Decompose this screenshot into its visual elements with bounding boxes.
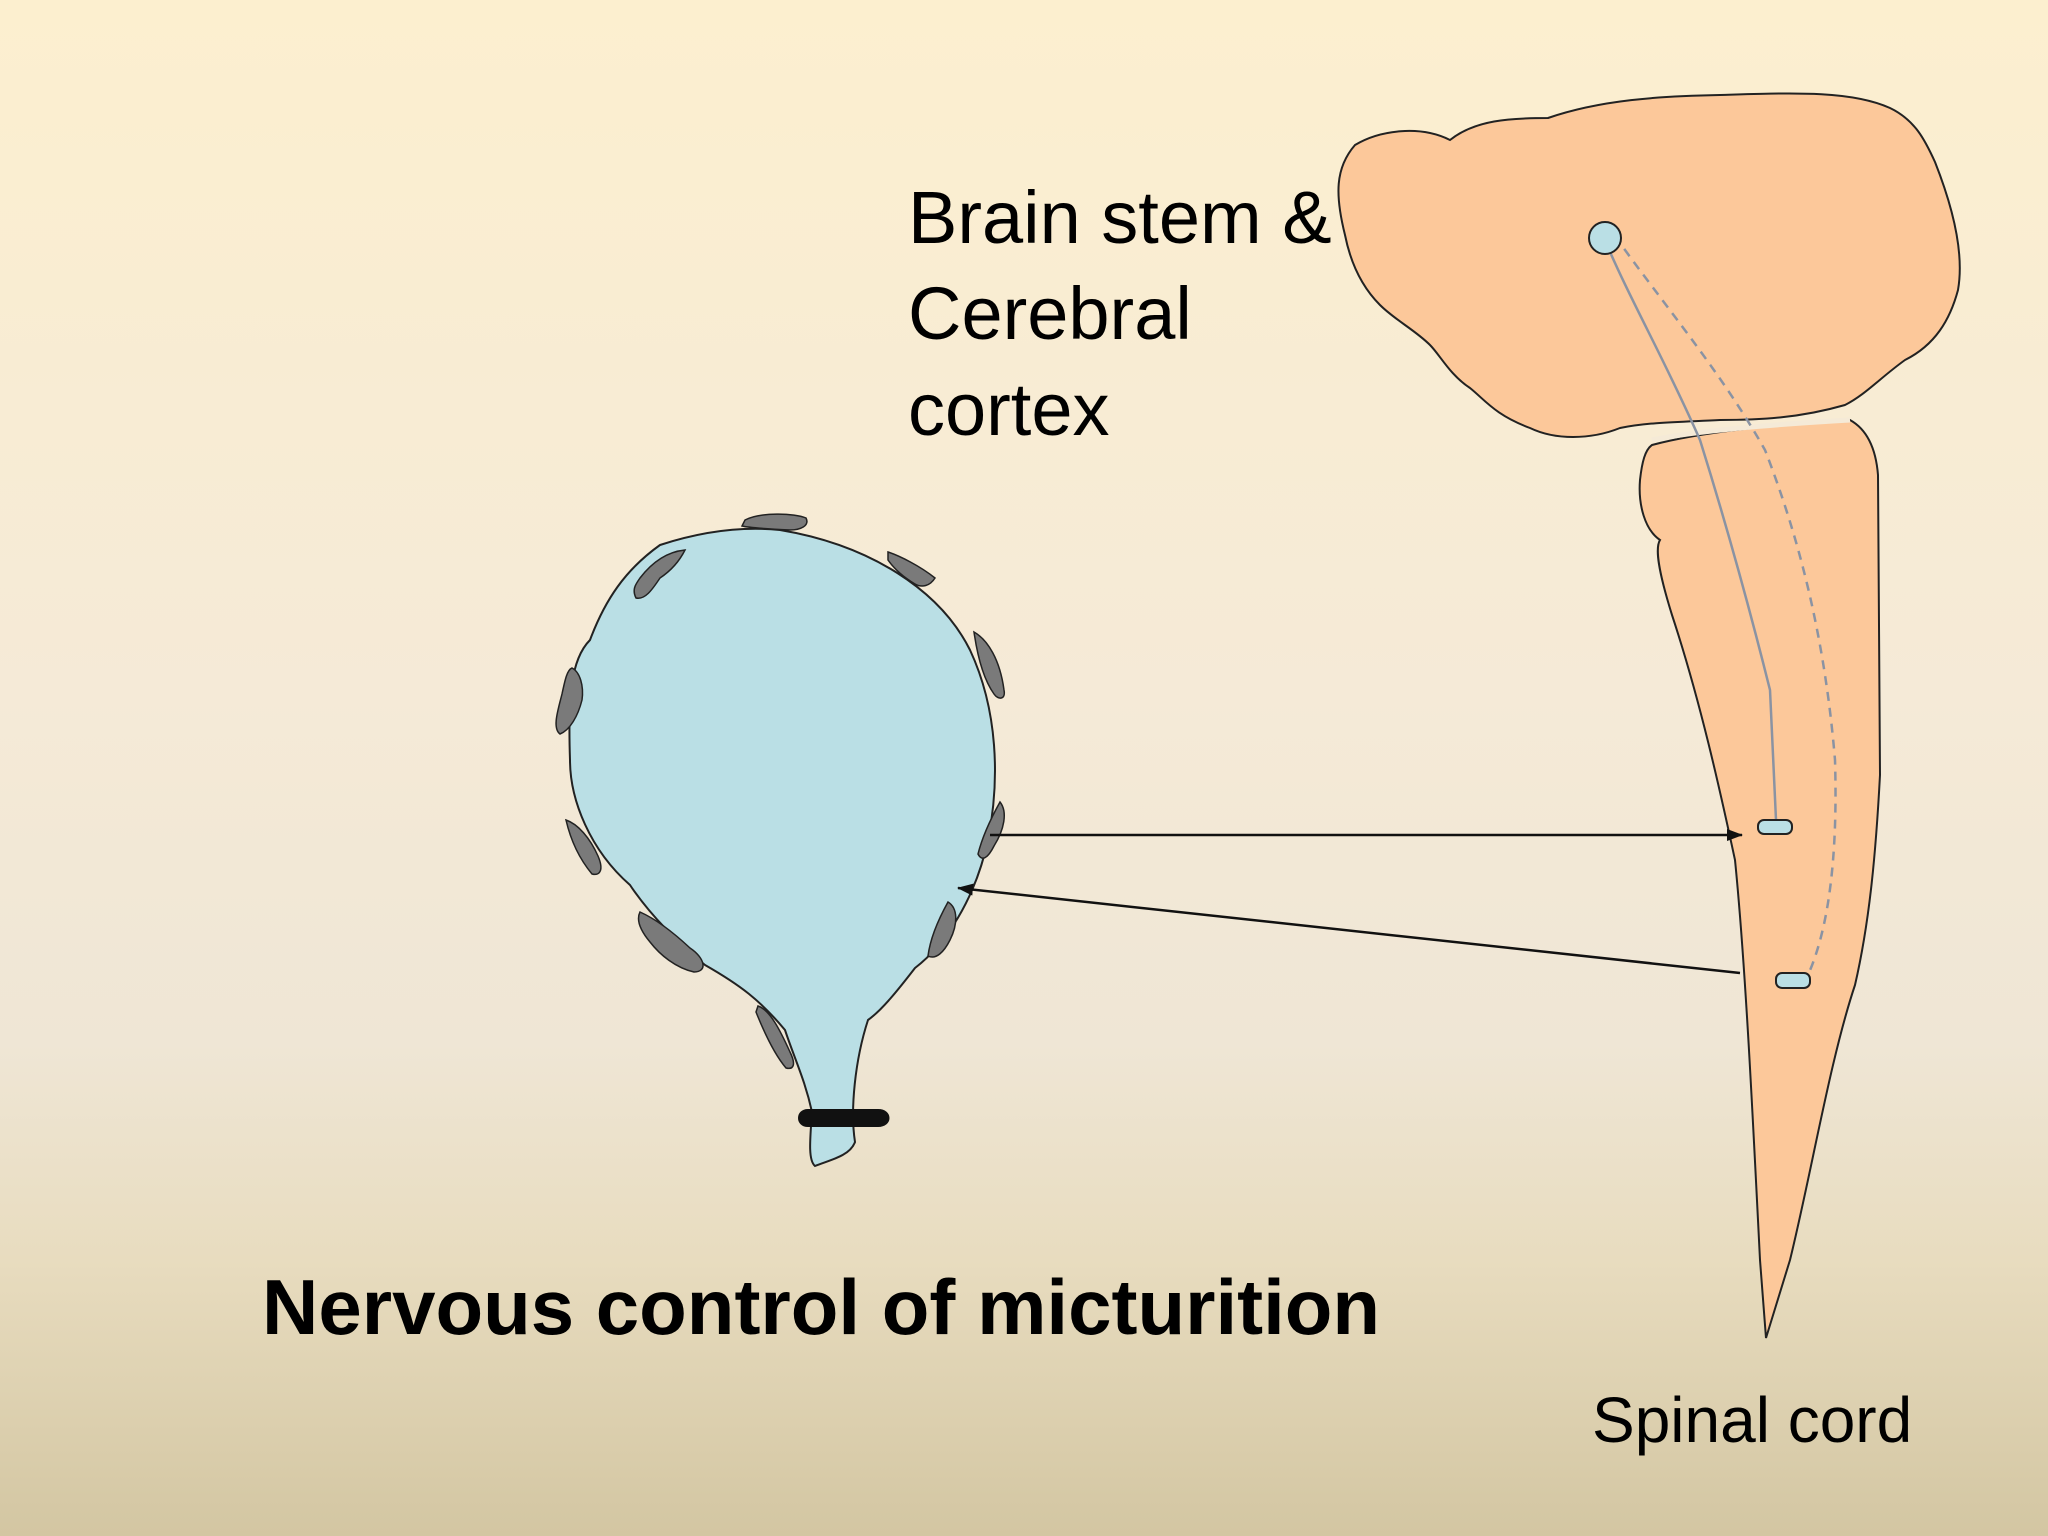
brainstem-junction (1651, 417, 1851, 443)
descending-pathway-solid (1602, 237, 1778, 821)
muscle-fragment (927, 900, 957, 958)
brain-label-line-3: cortex (908, 368, 1110, 451)
muscle-fragment (740, 513, 808, 531)
muscle-fragment (564, 818, 602, 876)
detrusor-muscle-fragments (555, 513, 1006, 1070)
descending-pathway-dashed (1613, 235, 1837, 976)
muscle-fragment (555, 667, 584, 735)
diagram-title: Nervous control of micturition (262, 1263, 1381, 1351)
urethral-sphincter (798, 1109, 890, 1127)
spinal-cord-shape (1638, 418, 1882, 1339)
muscle-fragment (887, 550, 936, 587)
brain-shape (1337, 92, 1961, 438)
brain-center-node (1588, 221, 1622, 255)
muscle-fragment (637, 911, 704, 973)
muscle-fragment (977, 800, 1006, 859)
bladder-shape (568, 527, 996, 1168)
spinal-nucleus-lower (1775, 972, 1811, 989)
brain-label-line-1: Brain stem & (908, 176, 1332, 259)
muscle-fragment (755, 1005, 795, 1070)
muscle-fragment (633, 549, 687, 599)
brain-label-line-2: Cerebral (908, 272, 1192, 355)
efferent-arrow (957, 883, 1741, 975)
spinal-nucleus-upper (1757, 819, 1793, 835)
spinal-cord-label: Spinal cord (1592, 1384, 1913, 1456)
muscle-fragment (973, 630, 1006, 699)
brain-stem-cerebral-cortex-label: Brain stem & Cerebral cortex (908, 170, 1428, 458)
